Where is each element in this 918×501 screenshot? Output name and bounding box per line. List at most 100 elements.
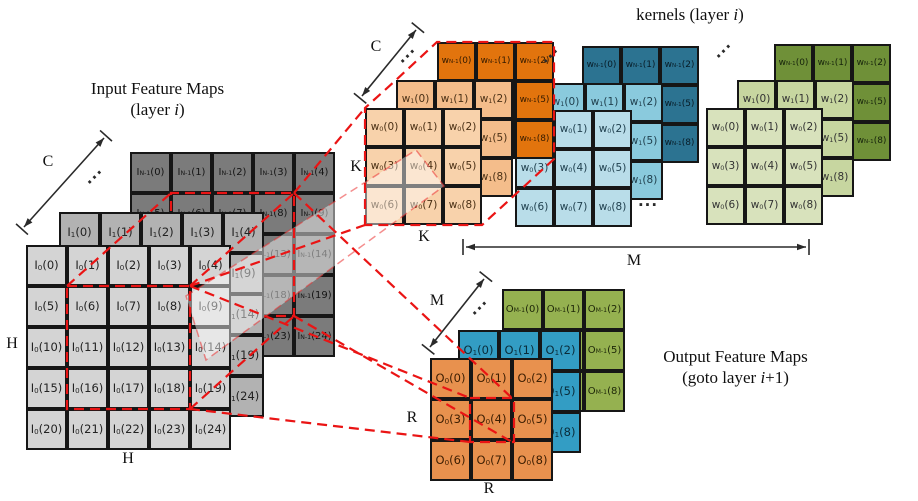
input-depth-label: C [42, 153, 54, 170]
output-layers-ellipsis: ··· [466, 294, 494, 322]
input-feature-maps-title: Input Feature Maps (layer i) [55, 78, 260, 121]
kernel-count-label: M [626, 252, 642, 269]
output-height-label: R [406, 409, 418, 426]
output-title-line1: Output Feature Maps [663, 347, 808, 366]
output-feature-maps-title: Output Feature Maps (goto layer i+1) [638, 346, 833, 389]
kernel-width-label: K [418, 228, 430, 245]
kernel-groups-ellipsis: ··· [637, 196, 659, 214]
input-title-line2: (layer i) [130, 100, 185, 120]
kernels-title: kernels (layer i) [636, 5, 744, 24]
input-title-line1: Input Feature Maps [90, 79, 225, 98]
output-width-label: R [483, 480, 495, 497]
output-title-line2: (goto layer i+1) [682, 368, 789, 388]
kernel-green-ellipsis: ··· [710, 37, 738, 65]
input-height-label: H [6, 335, 18, 352]
kernel-height-label: K [350, 158, 362, 175]
kernel-orange-ellipsis: ··· [394, 42, 422, 70]
input-width-label: H [122, 450, 134, 467]
kernel-depth-label: C [370, 38, 382, 55]
